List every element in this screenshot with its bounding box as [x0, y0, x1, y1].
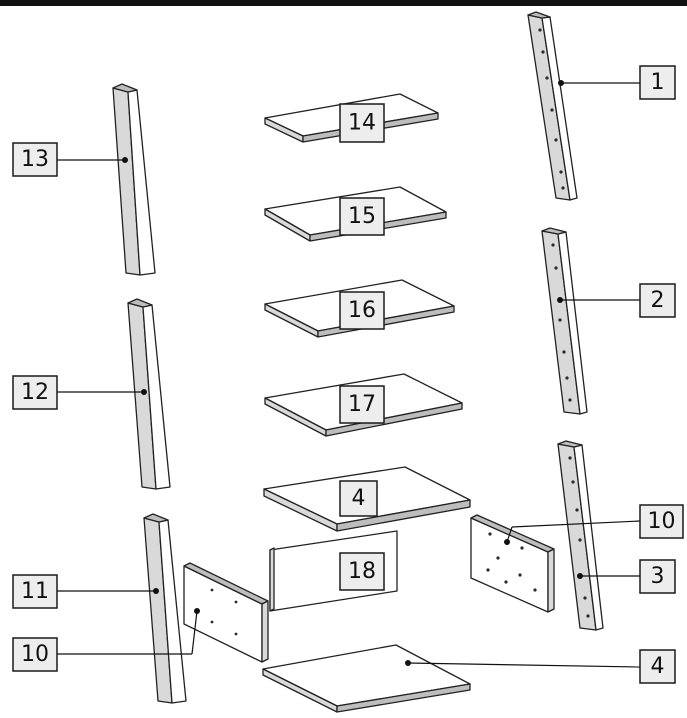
leader-dot-13	[122, 157, 128, 163]
callout-3-text: 3	[651, 564, 665, 589]
leader-dot-10-left	[194, 608, 200, 614]
bottom-shelf-lower	[262, 644, 471, 713]
leader-dot-3	[577, 573, 583, 579]
callout-15-text: 15	[348, 204, 376, 229]
upright-left-bottom	[143, 513, 187, 704]
leader-dot-2	[557, 297, 563, 303]
top-border	[0, 0, 687, 6]
upright-left-top	[112, 83, 156, 276]
callout-12-text: 12	[21, 380, 49, 405]
leader-dot-1	[558, 80, 564, 86]
leader-dot-10-right	[504, 539, 510, 545]
callout-12: 12	[12, 375, 58, 410]
leader-lines	[57, 80, 641, 668]
callout-10-right-text: 10	[648, 509, 676, 534]
side-panel-right	[470, 514, 555, 613]
callout-11-text: 11	[21, 579, 49, 604]
upright-right-middle	[541, 227, 588, 415]
upright-right-bottom	[557, 440, 604, 631]
leader-dot-11	[153, 588, 159, 594]
callout-14-text: 14	[348, 111, 376, 136]
callout-17-text: 17	[348, 392, 376, 417]
leader-4-lower	[407, 662, 641, 668]
callout-16: 16	[339, 291, 385, 330]
callout-13: 13	[12, 142, 58, 177]
callout-15: 15	[339, 197, 385, 236]
callout-2: 2	[639, 283, 676, 318]
callout-2-text: 2	[651, 288, 665, 313]
callout-18-text: 18	[348, 559, 376, 584]
callout-4-upper: 4	[339, 480, 378, 517]
leader-10-left-b	[191, 610, 198, 655]
callout-11: 11	[12, 574, 58, 609]
callout-1: 1	[639, 65, 676, 100]
leader-10-right-b	[511, 520, 641, 528]
back-panel	[269, 530, 398, 612]
leader-dot-12	[141, 389, 147, 395]
callout-1-text: 1	[651, 70, 665, 95]
callout-10-left: 10	[12, 637, 58, 672]
callout-16-text: 16	[348, 298, 376, 323]
callout-18: 18	[339, 552, 385, 591]
callout-3: 3	[639, 559, 676, 594]
side-panel-left	[183, 562, 269, 663]
callout-4-upper-text: 4	[352, 486, 366, 511]
callout-10-right: 10	[639, 504, 684, 539]
callout-4-lower-text: 4	[651, 654, 665, 679]
upright-left-middle	[127, 298, 171, 490]
callout-13-text: 13	[21, 147, 49, 172]
callout-14: 14	[339, 103, 385, 143]
callout-10-left-text: 10	[21, 642, 49, 667]
upright-right-top	[527, 11, 578, 201]
leader-dot-4-lower	[405, 660, 411, 666]
callout-4-lower: 4	[639, 649, 676, 684]
callout-17: 17	[339, 385, 385, 424]
